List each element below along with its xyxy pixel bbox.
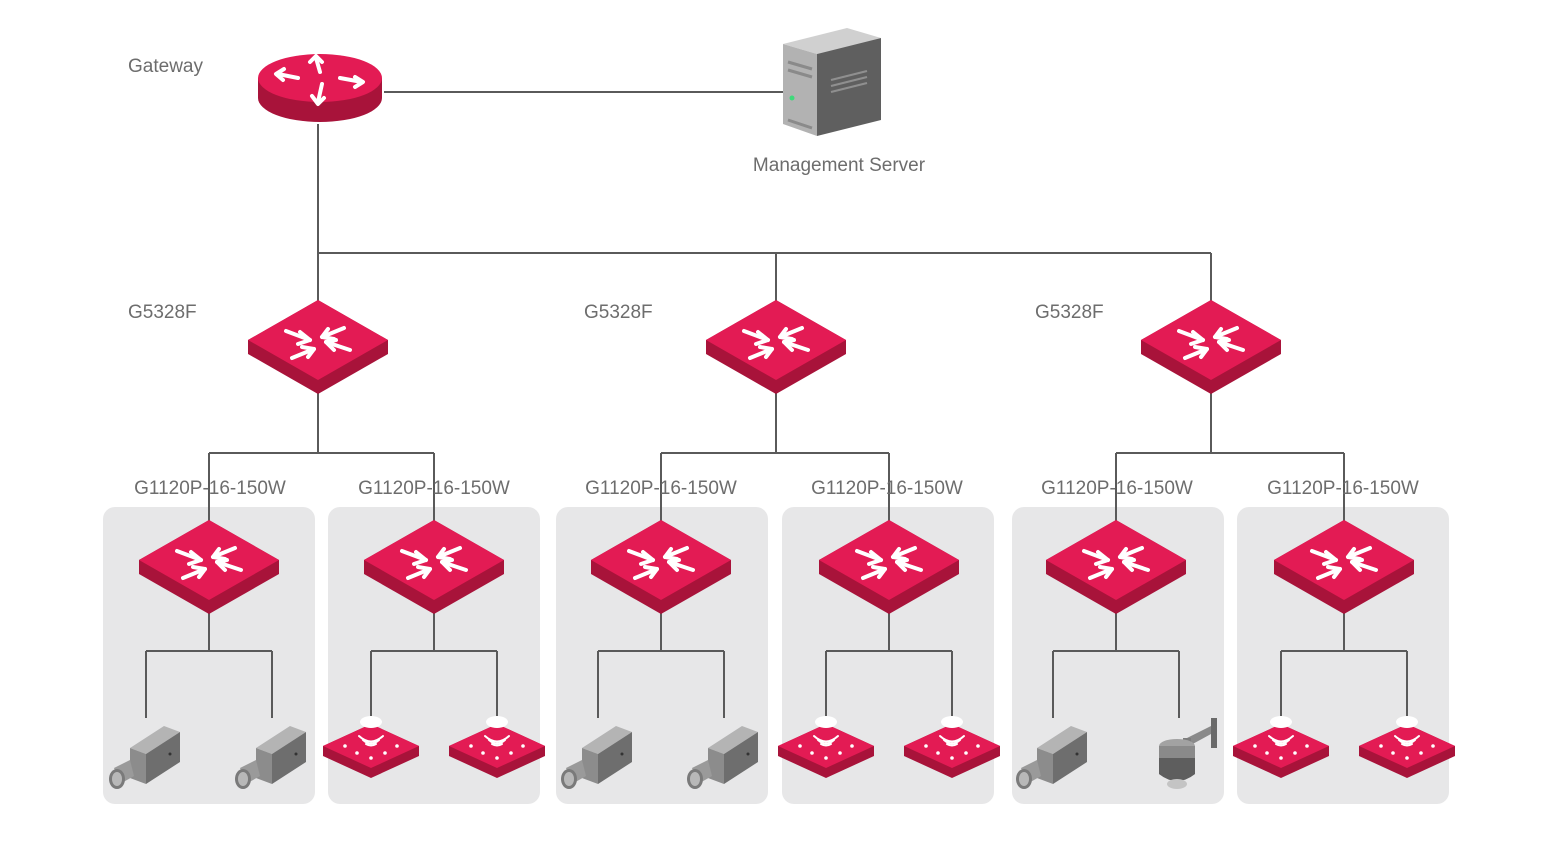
core-switch-label: G5328F [128, 302, 197, 323]
access-switch-label: G1120P-16-150W [134, 478, 286, 499]
access-switch-label: G1120P-16-150W [811, 478, 963, 499]
core-switch-label: G5328F [584, 302, 653, 323]
access-switch-label: G1120P-16-150W [1267, 478, 1419, 499]
access-switch-label: G1120P-16-150W [585, 478, 737, 499]
management-server-label: Management Server [752, 155, 926, 176]
access-switch-label: G1120P-16-150W [1041, 478, 1193, 499]
core-switches [246, 298, 1283, 396]
switch-icon [246, 298, 390, 396]
access-switch-label: G1120P-16-150W [358, 478, 510, 499]
gateway-label: Gateway [128, 56, 203, 77]
switch-icon [704, 298, 848, 396]
gateway-router-icon [258, 54, 382, 122]
core-switch-label: G5328F [1035, 302, 1104, 323]
management-server-icon [783, 28, 881, 136]
connection-lines [145, 91, 1408, 718]
switch-icon [1139, 298, 1283, 396]
